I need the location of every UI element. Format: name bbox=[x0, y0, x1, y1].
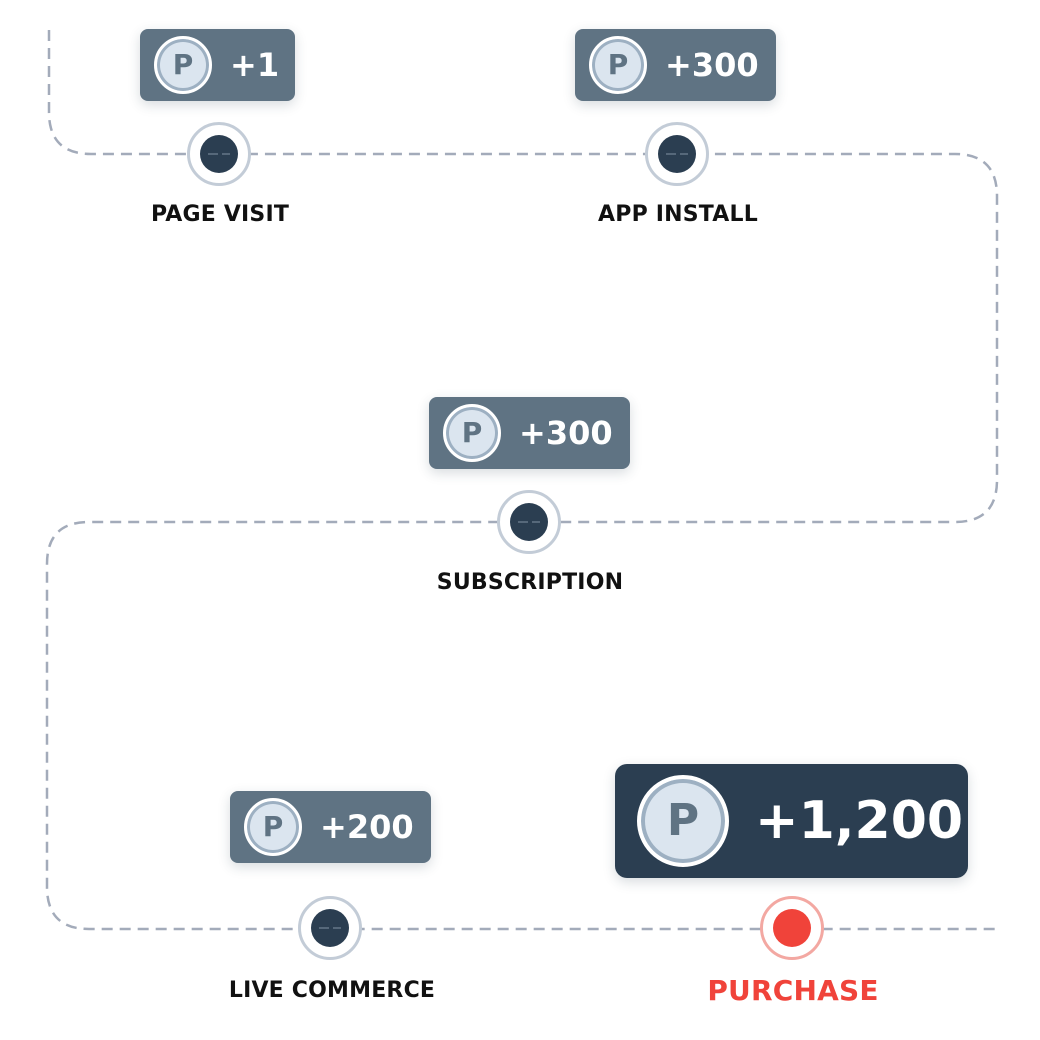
points-badge-app-install: P +300 bbox=[575, 29, 776, 101]
node-dot-active bbox=[773, 909, 811, 947]
node-dot bbox=[200, 135, 238, 173]
step-node-subscription[interactable] bbox=[497, 490, 561, 554]
coin-icon: P bbox=[589, 36, 647, 94]
points-badge-subscription: P +300 bbox=[429, 397, 630, 469]
step-label-app-install: APP INSTALL bbox=[598, 202, 758, 227]
coin-icon: P bbox=[154, 36, 212, 94]
points-value: +1,200 bbox=[755, 791, 964, 851]
step-node-purchase[interactable] bbox=[760, 896, 824, 960]
points-value: +300 bbox=[519, 414, 613, 452]
node-dot bbox=[658, 135, 696, 173]
step-label-live-commerce: LIVE COMMERCE bbox=[228, 978, 436, 1003]
step-node-page-visit[interactable] bbox=[187, 122, 251, 186]
points-badge-page-visit: P +1 bbox=[140, 29, 295, 101]
coin-icon: P bbox=[443, 404, 501, 462]
step-label-subscription: SUBSCRIPTION bbox=[436, 570, 624, 595]
points-value: +200 bbox=[320, 808, 414, 846]
node-dot bbox=[311, 909, 349, 947]
step-label-purchase: PURCHASE bbox=[707, 974, 879, 1007]
step-label-page-visit: PAGE VISIT bbox=[150, 202, 290, 227]
step-node-live-commerce[interactable] bbox=[298, 896, 362, 960]
coin-icon: P bbox=[244, 798, 302, 856]
node-dot bbox=[510, 503, 548, 541]
coin-icon: P bbox=[637, 775, 729, 867]
points-value: +1 bbox=[230, 46, 280, 84]
points-badge-purchase: P +1,200 bbox=[615, 764, 968, 878]
points-badge-live-commerce: P +200 bbox=[230, 791, 431, 863]
step-node-app-install[interactable] bbox=[645, 122, 709, 186]
points-value: +300 bbox=[665, 46, 759, 84]
